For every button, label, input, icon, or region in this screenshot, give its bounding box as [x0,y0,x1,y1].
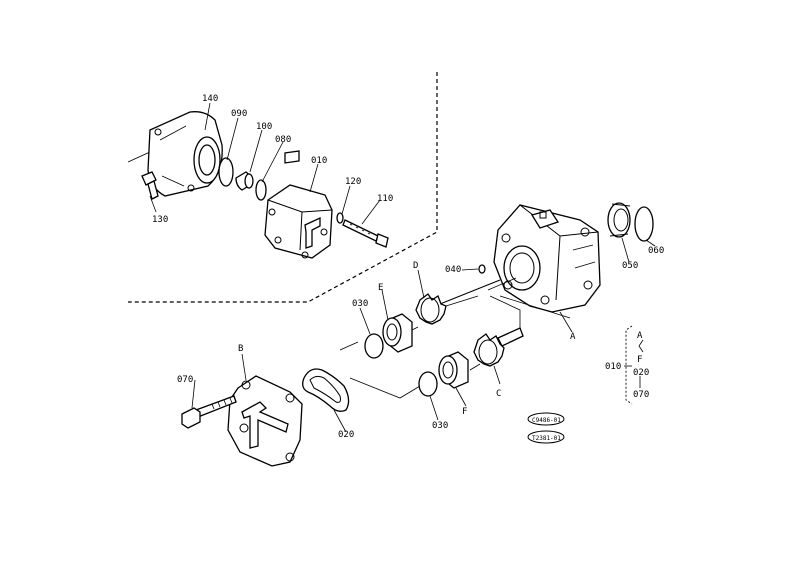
legend-A: A [637,331,643,341]
ring-080 [255,179,267,201]
label-B: B [238,344,243,354]
label-C: C [496,389,501,399]
label-130: 130 [152,215,168,225]
label-D: D [413,261,418,271]
valve-body-010 [264,150,333,259]
label-100: 100 [256,122,272,132]
leader-lines [149,102,656,433]
bushing-E [382,313,413,353]
label-070: 070 [177,375,193,385]
assembly-legend: 010 A F 020 070 [605,325,649,405]
label-120: 120 [345,177,361,187]
o-ring-030-bottom [418,371,438,397]
gasket-020 [302,368,350,412]
gear-D [415,279,501,325]
stamp-2-text: T2381-01 [532,435,561,442]
centerline-upper [339,277,517,351]
label-140: 140 [202,94,218,104]
drive-gear-C [473,327,524,367]
label-030-bottom: 030 [432,421,448,431]
screw-130 [141,171,159,200]
subassembly-dashed-boundary [128,72,438,303]
legend-010: 010 [605,362,621,372]
label-040: 040 [445,265,461,275]
label-010-top: 010 [311,156,327,166]
label-090: 090 [231,109,247,119]
label-050: 050 [622,261,638,271]
stamp-1-text: C9486-01 [532,417,561,424]
housing-140 [147,111,223,197]
piston-100 [235,171,254,191]
label-F: F [462,407,467,417]
stamp-1: C9486-01 [527,412,565,426]
bearing-050 [607,202,631,238]
o-ring-090 [218,157,234,187]
seal-060 [634,206,654,242]
ring-120 [336,212,344,224]
bolt-070 [181,395,237,429]
front-cover-B [227,375,303,467]
washer-040 [478,264,486,274]
label-E: E [378,283,383,293]
centerline-shaft [499,295,571,319]
gasket-020-inner [309,375,341,403]
bushing-F [438,351,469,389]
label-030-top: 030 [352,299,368,309]
label-110: 110 [377,194,393,204]
pump-housing-A [493,204,601,313]
stamp-2: T2381-01 [527,430,565,444]
label-A: A [570,332,576,342]
centerline-lower [349,295,521,399]
bolt-110 [342,219,389,248]
label-020: 020 [338,430,354,440]
o-ring-030-top [364,333,384,359]
legend-070: 070 [633,390,649,400]
label-080: 080 [275,135,291,145]
label-060: 060 [648,246,664,256]
legend-F: F [637,355,642,365]
legend-020: 020 [633,368,649,378]
